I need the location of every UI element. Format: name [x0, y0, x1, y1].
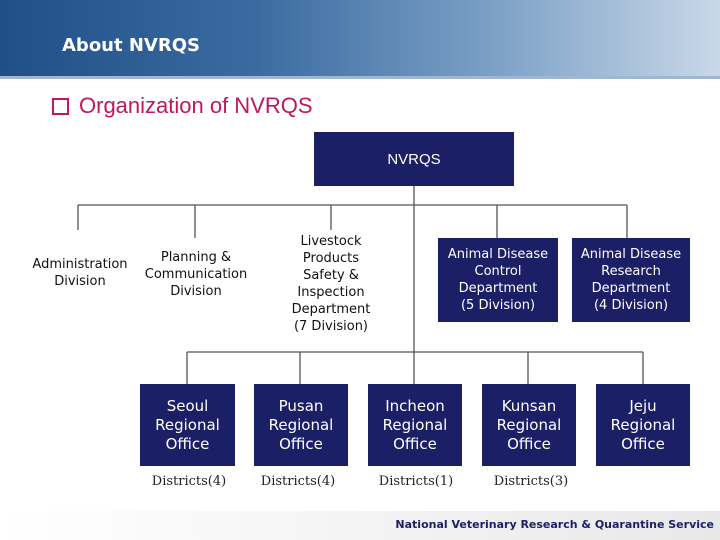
square-bullet-icon	[52, 97, 69, 115]
districts-pusan: Districts(4)	[260, 474, 336, 489]
header-title: About NVRQS	[62, 35, 200, 56]
dept-animal-disease-control: Animal Disease Control Department (5 Div…	[438, 238, 558, 322]
office-seoul: Seoul Regional Office	[140, 384, 235, 466]
office-pusan: Pusan Regional Office	[254, 384, 348, 466]
nvrqs-box: NVRQS	[314, 132, 514, 186]
office-label: Kunsan Regional Office	[496, 396, 562, 453]
header-divider	[0, 76, 720, 79]
office-label: Seoul Regional Office	[155, 396, 220, 453]
office-jeju: Jeju Regional Office	[596, 384, 690, 466]
dept-label: Planning & Communication Division	[144, 249, 248, 299]
dept-livestock: Livestock Products Safety & Inspection D…	[281, 230, 381, 338]
dept-animal-disease-research: Animal Disease Research Department (4 Di…	[572, 238, 690, 322]
dept-label: Animal Disease Control Department (5 Div…	[447, 247, 549, 313]
districts-seoul: Districts(4)	[151, 474, 227, 489]
districts-kunsan: Districts(3)	[493, 474, 569, 489]
office-incheon: Incheon Regional Office	[368, 384, 462, 466]
office-label: Pusan Regional Office	[268, 396, 334, 453]
districts-incheon: Districts(1)	[378, 474, 454, 489]
office-kunsan: Kunsan Regional Office	[482, 384, 576, 466]
section-heading: Organization of NVRQS	[52, 93, 313, 119]
office-label: Jeju Regional Office	[610, 396, 676, 453]
header-bar	[0, 0, 720, 76]
dept-administration: Administration Division	[28, 230, 132, 316]
dept-label: Animal Disease Research Department (4 Di…	[580, 247, 682, 313]
dept-label: Administration Division	[32, 257, 128, 289]
nvrqs-label: NVRQS	[387, 150, 441, 168]
footer-text: National Veterinary Research & Quarantin…	[395, 518, 714, 531]
dept-label: Livestock Products Safety & Inspection D…	[291, 234, 371, 334]
section-heading-text: Organization of NVRQS	[79, 93, 313, 118]
office-label: Incheon Regional Office	[382, 396, 448, 453]
dept-planning: Planning & Communication Division	[140, 238, 252, 310]
footer-bar	[0, 511, 720, 540]
